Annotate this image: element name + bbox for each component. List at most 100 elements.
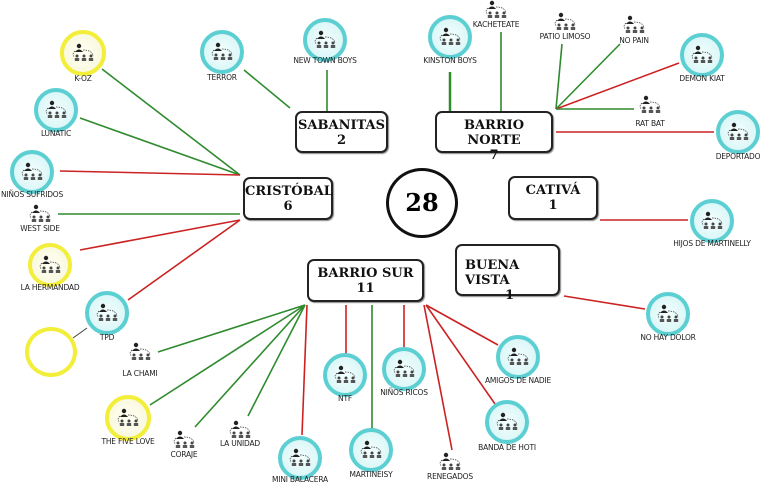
gang-group-icon (701, 211, 723, 229)
link-conflict (555, 62, 680, 110)
gang-node-circle[interactable] (278, 436, 322, 480)
link-alliance (247, 304, 306, 417)
gang-group-icon (45, 100, 67, 118)
gang-label: LA UNIDAD (220, 439, 260, 448)
unnamed-gang-circle (25, 327, 77, 377)
gang-label: NO HAY DOLOR (640, 333, 696, 342)
gang-node-circle[interactable] (382, 347, 426, 391)
gang-group-icon (691, 45, 713, 63)
gang-group-icon (507, 347, 529, 365)
link-conflict (79, 219, 241, 251)
gang-group-icon (96, 303, 118, 321)
link-conflict (425, 304, 499, 346)
gang-group-icon (21, 162, 43, 180)
gang-label: MARTINEISY (349, 470, 393, 479)
gang-group-icon (229, 420, 251, 438)
gang-node-circle[interactable] (200, 30, 244, 74)
gang-node-circle[interactable] (716, 110, 760, 154)
link-alliance (157, 304, 306, 353)
gang-label: PATIO LIMOSO (539, 32, 591, 41)
gang-group-icon (485, 0, 507, 18)
gang-label: AMIGOS DE NADIE (484, 376, 552, 385)
link-conflict (563, 295, 646, 310)
gang-node-circle[interactable] (10, 150, 54, 194)
gang-group-icon (360, 440, 382, 458)
hub-count: 11 (356, 281, 375, 296)
hub-count: 7 (489, 148, 499, 163)
gang-node-circle[interactable] (34, 88, 78, 132)
gang-node-circle[interactable] (690, 199, 734, 243)
gang-label: KACHETEATE (472, 20, 520, 29)
gang-label: NIÑOS SUFRIDOS (0, 190, 64, 199)
gang-group-icon (117, 408, 139, 426)
gang-label: NEW TOWN BOYS (293, 56, 357, 65)
gang-node-circle[interactable] (60, 30, 106, 76)
unknown-link (72, 327, 88, 339)
gang-label: K-OZ (74, 74, 92, 83)
link-conflict (425, 304, 496, 405)
gang-node-circle[interactable] (646, 292, 690, 336)
gang-node-circle[interactable] (485, 400, 529, 444)
gang-label: WEST SIDE (20, 224, 60, 233)
link-conflict (423, 304, 453, 451)
total-count-circle: 28 (386, 168, 458, 238)
gang-label: THE FIVE LOVE (101, 437, 155, 446)
link-alliance (243, 69, 291, 109)
link-alliance (194, 304, 306, 428)
gang-label: CORAJE (170, 450, 198, 459)
link-alliance (555, 43, 621, 110)
gang-group-icon (39, 255, 61, 273)
gang-group-icon (554, 12, 576, 30)
hub-name: SABANITAS (298, 118, 385, 133)
gang-label: LUNATIC (40, 129, 72, 138)
gang-group-icon (72, 43, 94, 61)
gang-group-icon (29, 204, 51, 222)
gang-group-icon (129, 342, 151, 360)
gang-node-circle[interactable] (323, 353, 367, 397)
gang-node-circle[interactable] (428, 15, 472, 59)
hub-name: BARRIO NORTE (463, 118, 525, 148)
gang-group-icon (727, 122, 749, 140)
gang-label: BANDA DE HOTI (478, 443, 536, 452)
gang-group-icon (173, 430, 195, 448)
hub-name: BUENA VISTA (465, 258, 520, 288)
gang-label: NO PAIN (619, 36, 649, 45)
gang-node-circle[interactable] (303, 18, 347, 62)
total-count: 28 (405, 188, 439, 217)
link-alliance (555, 43, 563, 110)
link-conflict (301, 304, 308, 436)
gang-node-circle[interactable] (105, 395, 151, 441)
hub-name: CATIVÁ (525, 183, 581, 198)
gang-label: DEMON KIAT (679, 74, 725, 83)
gang-group-icon (334, 365, 356, 383)
gang-group-icon (393, 359, 415, 377)
hub-name: BARRIO SUR (317, 266, 414, 281)
link-alliance (79, 117, 241, 176)
gang-group-icon (439, 27, 461, 45)
gang-node-circle[interactable] (85, 291, 129, 335)
gang-node-circle[interactable] (28, 243, 72, 287)
gang-label: TPD (99, 333, 115, 342)
hub-count: 1 (505, 288, 515, 303)
gang-label: DEPORTADO (715, 152, 760, 161)
gang-node-circle[interactable] (680, 33, 724, 77)
gang-node-circle[interactable] (496, 335, 540, 379)
gang-node-circle[interactable] (349, 428, 393, 472)
gang-group-icon (639, 95, 661, 113)
link-alliance (101, 68, 241, 176)
link-alliance (149, 304, 306, 406)
hub-count: 6 (283, 199, 293, 214)
link-conflict (59, 170, 241, 176)
gang-label: NTF (338, 394, 352, 403)
gang-group-icon (496, 412, 518, 430)
hub-name: CRISTÓBAL (245, 184, 333, 199)
gang-label: HIJOS DE MARTINELLY (673, 239, 751, 248)
